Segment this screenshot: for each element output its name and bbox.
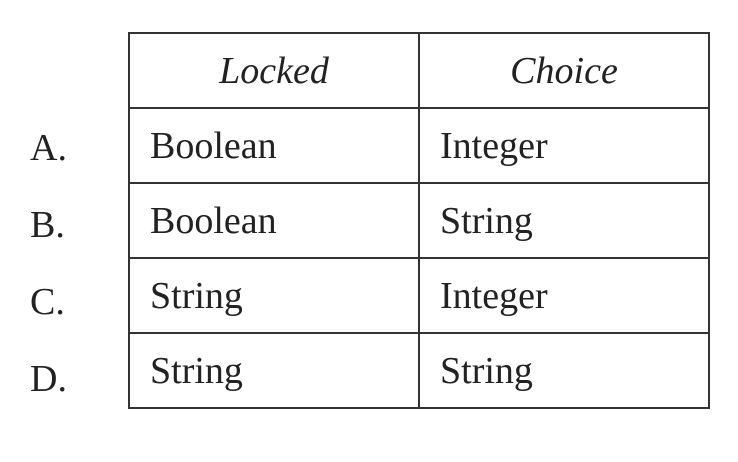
option-letters: A. B. C. D. bbox=[30, 110, 110, 418]
cell-choice: Integer bbox=[418, 107, 710, 184]
option-letter-a: A. bbox=[30, 127, 67, 169]
table-row: String Integer bbox=[128, 257, 710, 334]
table-row: String String bbox=[128, 332, 710, 409]
header-locked: Locked bbox=[128, 32, 420, 109]
cell-choice: String bbox=[418, 182, 710, 259]
option-letter-b: B. bbox=[30, 204, 65, 246]
answer-table: Locked Choice Boolean Integer Boolean St… bbox=[128, 32, 710, 409]
cell-choice: String bbox=[418, 332, 710, 409]
option-letter-c: C. bbox=[30, 281, 65, 323]
cell-locked: String bbox=[128, 257, 420, 334]
table-row: Boolean String bbox=[128, 182, 710, 259]
option-letter-d: D. bbox=[30, 358, 67, 400]
header-choice: Choice bbox=[418, 32, 710, 109]
table-header-row: Locked Choice bbox=[128, 32, 710, 109]
cell-choice: Integer bbox=[418, 257, 710, 334]
cell-locked: Boolean bbox=[128, 182, 420, 259]
cell-locked: Boolean bbox=[128, 107, 420, 184]
cell-locked: String bbox=[128, 332, 420, 409]
table-row: Boolean Integer bbox=[128, 107, 710, 184]
